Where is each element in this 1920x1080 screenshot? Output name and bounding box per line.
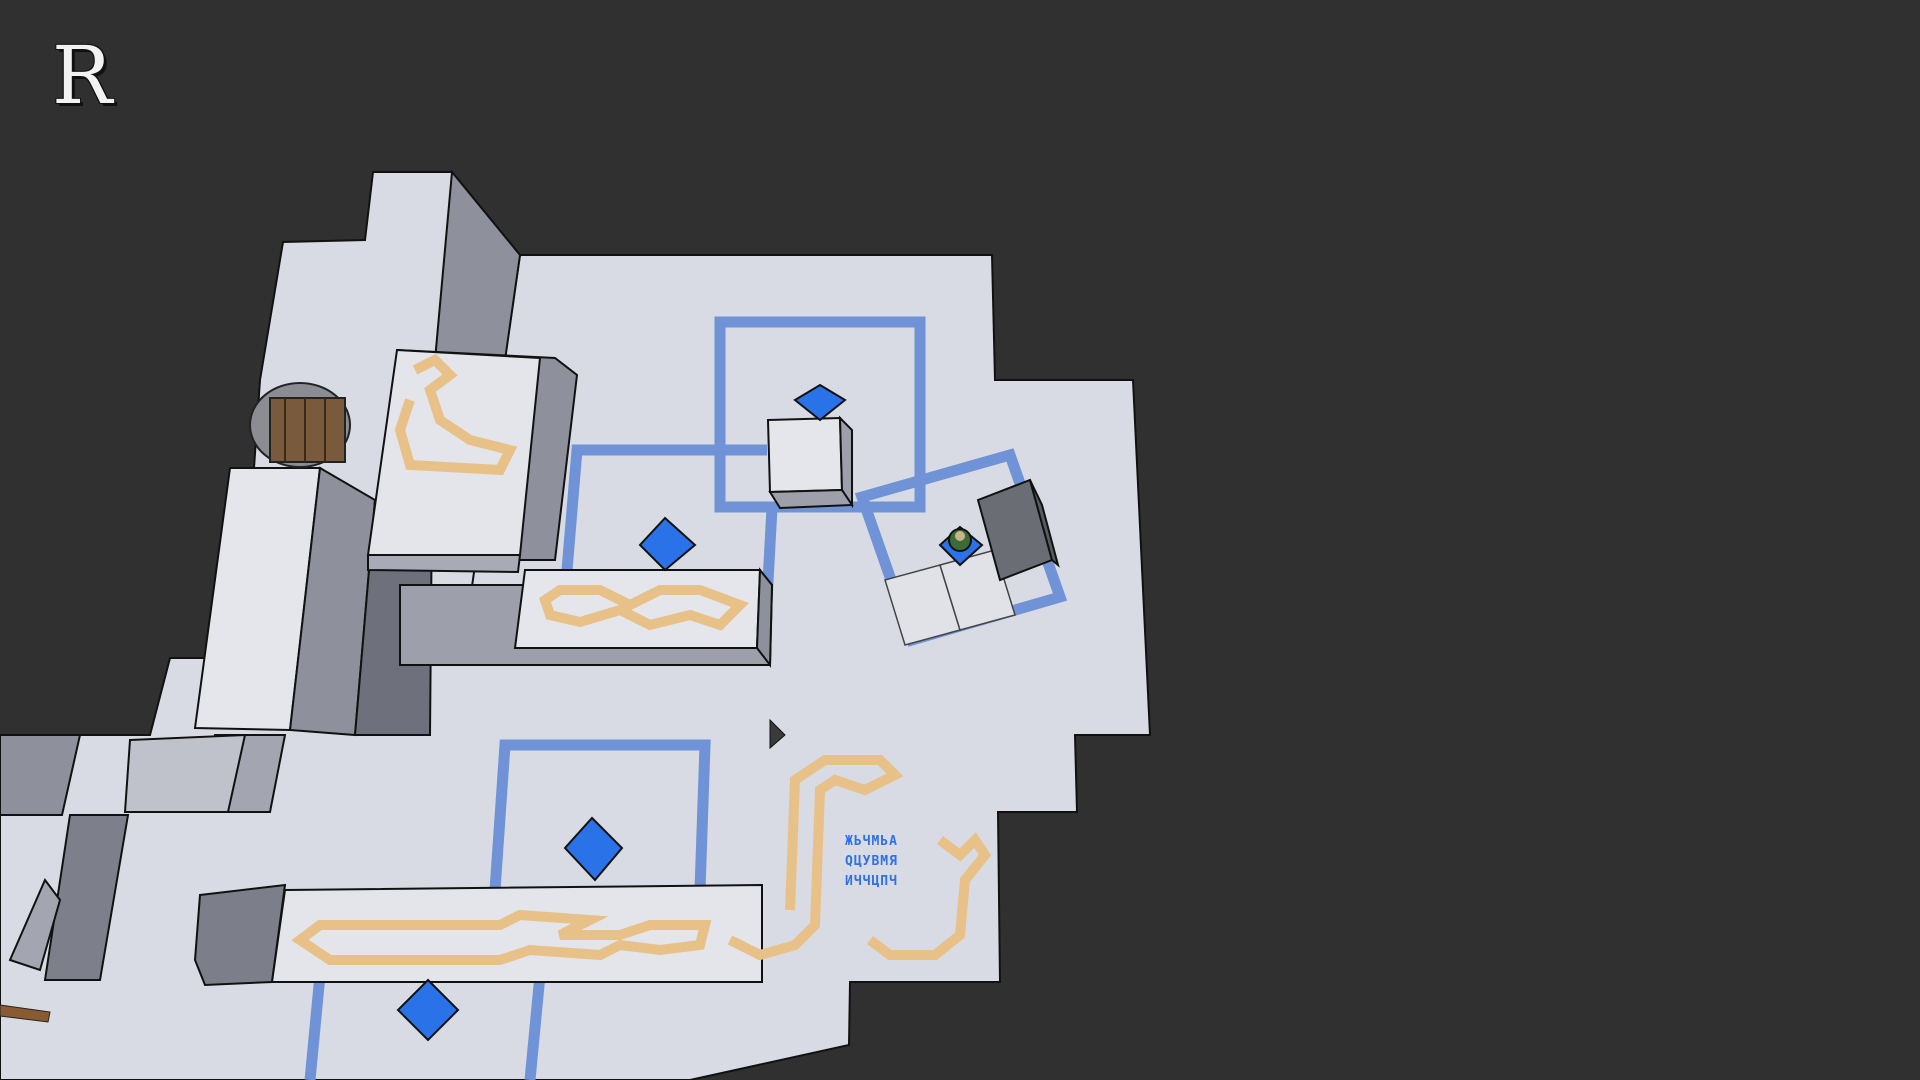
ledge-left-lower <box>123 733 247 813</box>
gem-1[interactable] <box>793 383 847 422</box>
rail-lower-loop <box>489 739 711 891</box>
wooden-gate[interactable] <box>249 382 351 468</box>
svg-text:ЖЬЧМЬА: ЖЬЧМЬА <box>845 834 898 849</box>
rune-path-vertical <box>727 755 904 961</box>
rune-paths <box>291 353 992 965</box>
rune-inscription: ЖЬЧМЬА QЦУВМЯ ИЧЧЦПЧ <box>845 834 898 889</box>
svg-text:QЦУВМЯ: QЦУВМЯ <box>845 854 898 869</box>
rail-bottom-right <box>524 974 546 1080</box>
wall-lower-left <box>0 734 82 816</box>
arrow-marker <box>769 718 786 750</box>
wall-lower-left-3 <box>8 878 62 972</box>
stone-crate[interactable] <box>976 478 1060 582</box>
rune-path-upper-left <box>394 353 518 476</box>
wooden-plank <box>0 1004 51 1023</box>
rail-bottom-left <box>304 974 326 1080</box>
platform-lower <box>193 883 763 987</box>
player-character[interactable] <box>948 528 972 552</box>
key-hint-r: R <box>52 29 113 122</box>
gem-4[interactable] <box>396 978 460 1042</box>
gem-3[interactable] <box>563 816 624 882</box>
platform-upper <box>366 348 579 574</box>
gem-2[interactable] <box>638 516 697 572</box>
rune-path-long <box>291 909 712 965</box>
platform-mid-side <box>755 567 774 668</box>
platform-upper-front <box>367 554 522 574</box>
rune-path-right <box>867 832 992 960</box>
platform-lower-side <box>193 883 287 987</box>
rail-mid <box>561 444 767 571</box>
rune-path-platform-mid <box>539 585 750 631</box>
svg-text:ИЧЧЦПЧ: ИЧЧЦПЧ <box>845 874 898 889</box>
pushable-block[interactable] <box>766 415 854 510</box>
gems[interactable] <box>396 383 984 1042</box>
platform-lower-top <box>270 883 763 983</box>
walls <box>0 169 522 981</box>
